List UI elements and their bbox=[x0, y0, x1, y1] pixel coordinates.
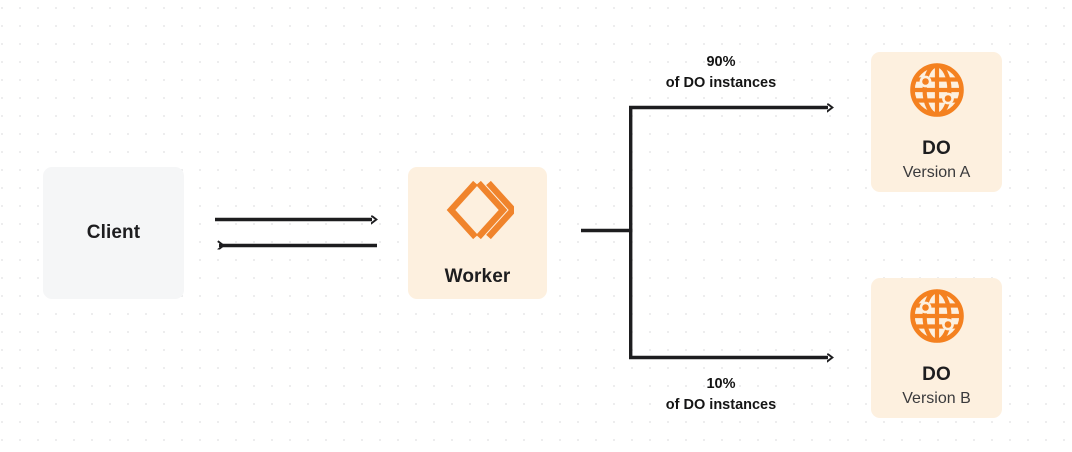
cloudflare-workers-icon bbox=[442, 179, 517, 246]
node-do-version-b-label: DO bbox=[922, 364, 951, 386]
node-client[interactable]: Client bbox=[43, 167, 184, 299]
edge-worker-to-do-a bbox=[629, 108, 828, 233]
globe-icon bbox=[908, 61, 966, 124]
edge-label-90-percent-value: 90% bbox=[706, 54, 736, 70]
edge-label-10-percent-caption: of DO instances bbox=[665, 396, 777, 413]
node-worker-label: Worker bbox=[444, 265, 511, 287]
edge-worker-to-do-b bbox=[629, 228, 828, 358]
node-do-version-a-sublabel: Version A bbox=[902, 163, 971, 181]
globe-icon bbox=[908, 287, 966, 350]
edge-label-90-percent-caption: of DO instances bbox=[665, 74, 777, 91]
edge-label-10-percent: 10% of DO instances bbox=[636, 374, 806, 415]
node-worker[interactable]: Worker bbox=[408, 167, 547, 299]
edge-label-90-percent: 90% of DO instances bbox=[636, 52, 806, 93]
node-do-version-b-sublabel: Version B bbox=[902, 389, 971, 407]
node-do-version-a-label: DO bbox=[922, 138, 951, 160]
node-client-label: Client bbox=[86, 222, 141, 244]
edge-label-10-percent-value: 10% bbox=[706, 376, 736, 392]
node-do-version-a[interactable]: DO Version A bbox=[871, 52, 1002, 192]
node-do-version-b[interactable]: DO Version B bbox=[871, 278, 1002, 418]
